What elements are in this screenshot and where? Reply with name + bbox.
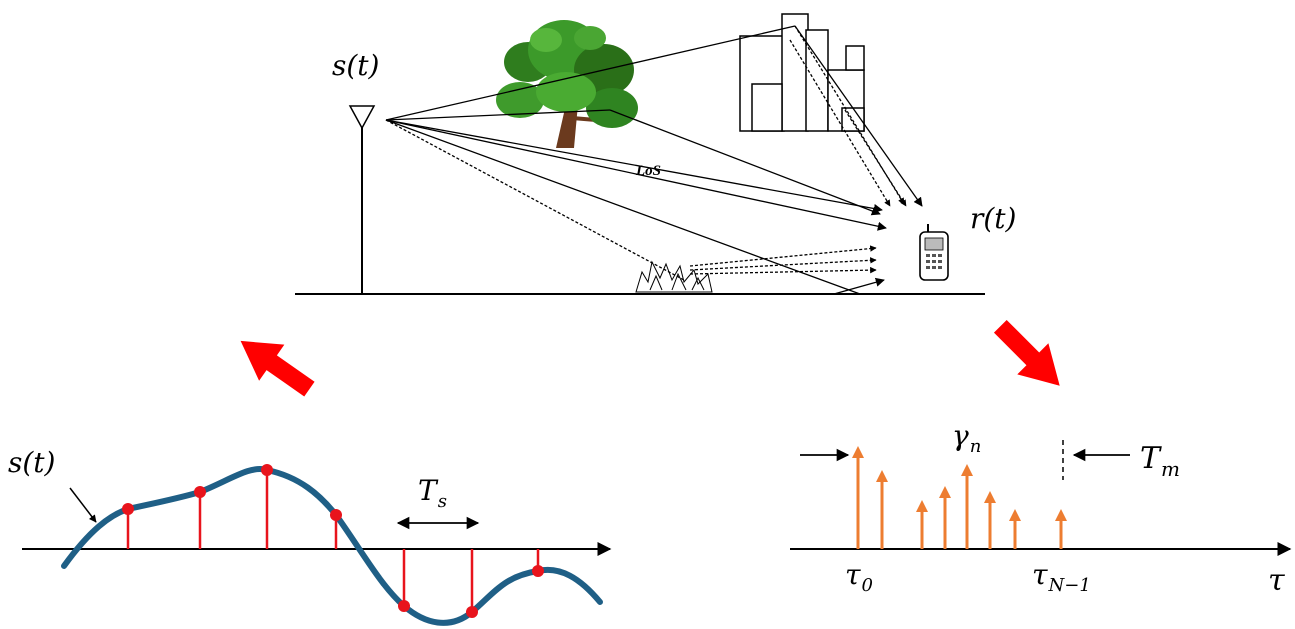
tree-icon bbox=[496, 20, 638, 148]
impulse-taps bbox=[852, 446, 1067, 549]
propagation-scene: s(t) r(t) LoS bbox=[295, 13, 1016, 295]
buildings-icon bbox=[739, 13, 865, 132]
phone-icon bbox=[919, 224, 949, 281]
signal-pointer-arrow bbox=[69, 487, 97, 523]
delay-spread-label: Tm bbox=[1140, 441, 1180, 481]
last-delay-label: τN−1 bbox=[1032, 558, 1091, 596]
left-down-arrow-icon bbox=[240, 340, 315, 397]
propagation-rays bbox=[385, 25, 923, 295]
rx-label: r(t) bbox=[970, 202, 1016, 235]
signal-label: s(t) bbox=[8, 446, 55, 479]
first-delay-label: τ0 bbox=[845, 558, 873, 596]
sampling-period-label: Ts bbox=[418, 474, 447, 512]
signal-waveform bbox=[61, 466, 603, 626]
los-label: LoS bbox=[635, 163, 661, 179]
shrub-icon bbox=[635, 260, 713, 293]
delay-axis-label: τ bbox=[1268, 563, 1285, 598]
impulse-response-plot: γn Tm τ0 τN−1 τ bbox=[790, 419, 1292, 598]
sample-points bbox=[122, 464, 544, 618]
sample-stems bbox=[126, 470, 540, 612]
antenna-icon bbox=[348, 105, 376, 294]
right-down-arrow-icon bbox=[993, 319, 1060, 386]
sampled-signal-plot: s(t) Ts bbox=[8, 446, 612, 626]
gain-label: γn bbox=[952, 419, 981, 457]
tx-label: s(t) bbox=[332, 49, 379, 82]
